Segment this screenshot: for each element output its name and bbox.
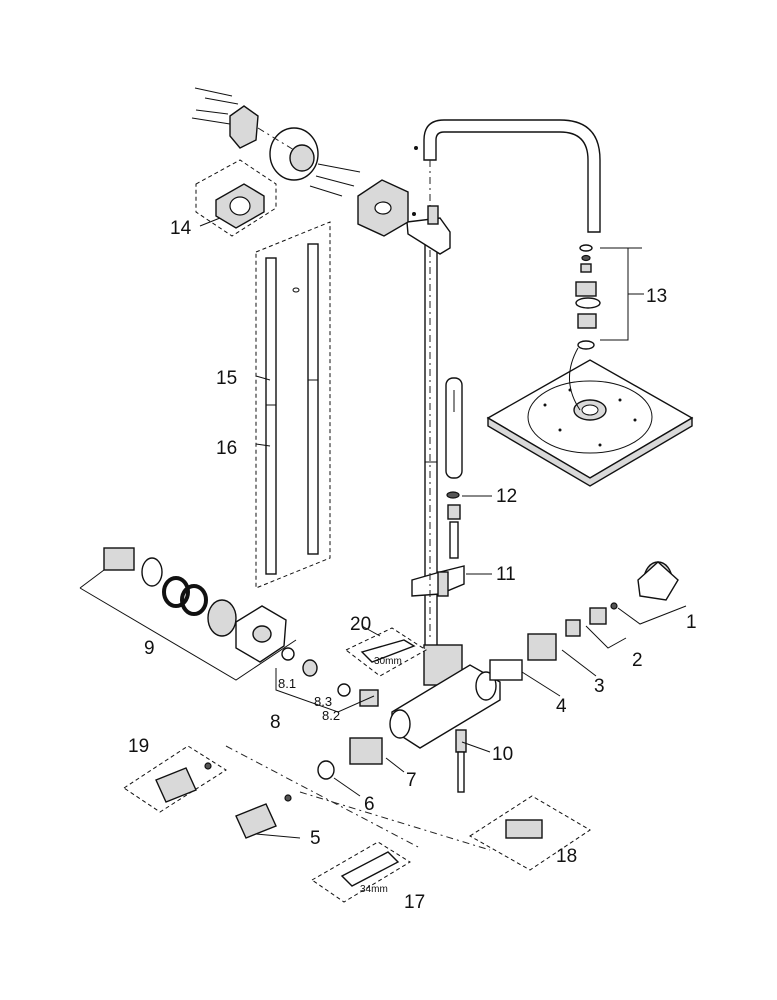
tray-18 [469,795,591,871]
shower-riser-rail [406,119,601,656]
label-14: 14 [170,218,192,239]
tray-14 [195,159,277,237]
label-3: 3 [594,676,605,697]
label-9: 9 [144,638,155,659]
hand-shower [445,377,463,559]
parts-8 [275,647,379,713]
label-8-1: 8.1 [278,676,296,691]
label-20: 20 [350,614,371,635]
label-8: 8 [270,712,281,733]
right-side-parts [489,561,687,681]
connector-set-9 [79,547,297,681]
wrench-size-label: 30mm [374,656,402,667]
wall-mount-screws [191,87,361,197]
wall-flange-top [357,179,409,237]
rail-cover-tray [255,221,331,589]
label-12: 12 [496,486,517,507]
tray-17: 34mm [311,841,411,903]
label-15: 15 [216,368,237,389]
label-8-3: 8.3 [314,694,332,709]
label-8-2: 8.2 [322,708,340,723]
head-connector-set [569,244,601,411]
label-2: 2 [632,650,643,671]
label-1: 1 [686,612,697,633]
label-7: 7 [406,770,417,791]
rail-slider [411,565,465,597]
label-18: 18 [556,846,577,867]
tray-5-handle [235,794,301,839]
label-4: 4 [556,696,567,717]
key-size-label: 34mm [360,884,388,895]
label-11: 11 [496,564,516,585]
tray-19 [123,745,227,813]
callout-leaders [199,217,644,797]
cartridge-parts [317,737,383,780]
label-5: 5 [310,828,321,849]
label-6: 6 [364,794,375,815]
label-13: 13 [646,286,667,307]
head-shower [486,359,694,487]
thermostat-body [389,644,501,793]
wrench-tool: 30mm [345,627,427,677]
label-17: 17 [404,892,425,913]
label-10: 10 [492,744,513,765]
label-16: 16 [216,438,237,459]
label-19: 19 [128,736,149,757]
